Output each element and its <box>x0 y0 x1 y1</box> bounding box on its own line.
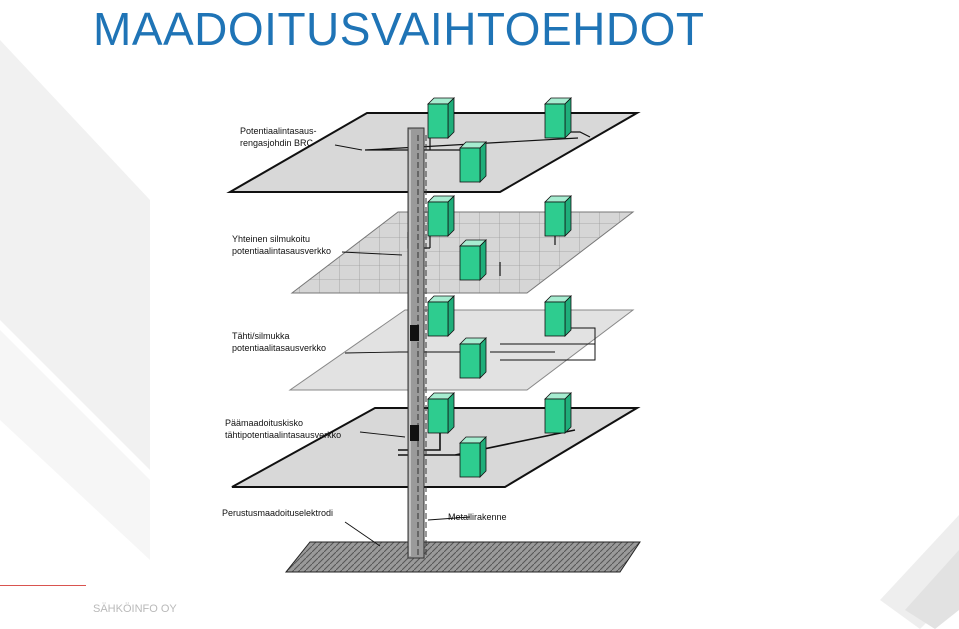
label-brc-2: rengasjohdin BRC <box>240 138 314 148</box>
label-star-mesh-1: Tähti/silmukka <box>232 331 290 341</box>
label-main-bar-1: Päämaadoituskisko <box>225 418 303 428</box>
label-mesh-2: potentiaalintasausverkko <box>232 246 331 256</box>
metal-column <box>407 127 427 559</box>
label-main-bar-2: tähtipotentiaalintasausverkko <box>225 430 341 440</box>
footer-accent-line <box>0 585 86 586</box>
label-mesh-1: Yhteinen silmukoitu <box>232 234 310 244</box>
leader-lines <box>334 144 471 547</box>
label-star-mesh-2: potentiaalitasausverkko <box>232 343 326 353</box>
label-foundation: Perustusmaadoituselektrodi <box>222 508 333 518</box>
footer-company: SÄHKÖINFO OY <box>93 603 177 615</box>
foundation-electrode <box>284 541 641 573</box>
label-brc-1: Potentiaalintasaus- <box>240 126 317 136</box>
label-metal-structure: Metallirakenne <box>448 512 507 522</box>
slide-title: MAADOITUSVAIHTOEHDOT <box>93 3 705 55</box>
